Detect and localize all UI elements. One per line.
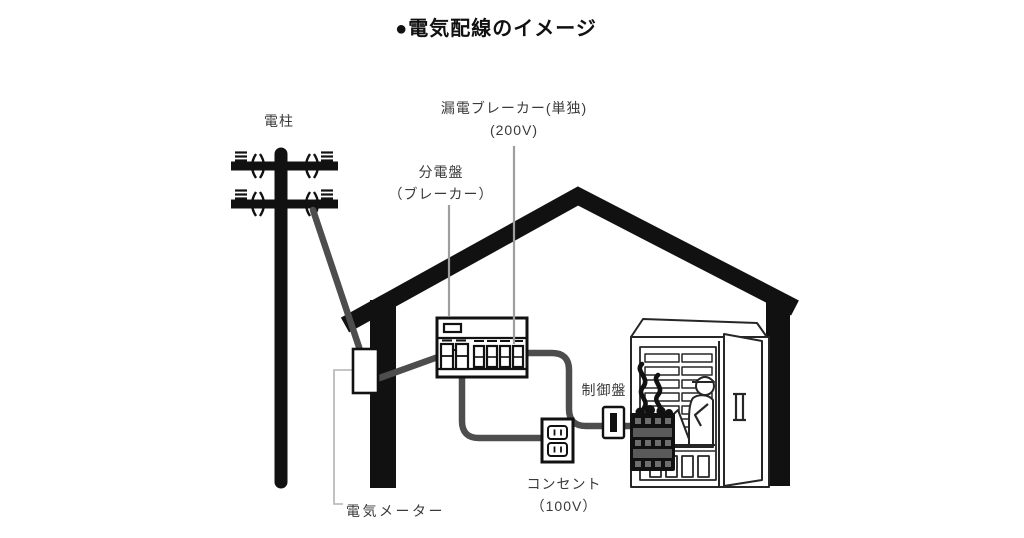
sauna-door (718, 333, 763, 487)
insulator-icon (250, 153, 320, 217)
distribution-board-figure (435, 316, 529, 379)
label-leakage-breaker-line2: (200V) (489, 122, 539, 138)
branch-breaker-icons (472, 340, 525, 369)
crossarm-tie-icon (235, 151, 333, 200)
label-distribution-board-line1: 分電盤 (418, 164, 464, 180)
service-drop-wire (309, 206, 366, 360)
label-outlet-line1: コンセント (526, 476, 602, 492)
label-distribution-board-line2: （ブレーカー） (388, 186, 494, 202)
board-to-outlet-wire (458, 370, 546, 442)
meter-to-board-wire (370, 353, 442, 384)
outlet-figure (540, 417, 575, 464)
electric-meter-figure (351, 347, 380, 395)
label-distribution-board: 分電盤 （ブレーカー） (389, 161, 494, 205)
person-arm (693, 403, 709, 427)
door-handle-icon (733, 392, 746, 422)
label-utility-pole: 電柱 (264, 113, 294, 129)
label-leakage-breaker-line1: 漏電ブレーカー(単独) (440, 100, 588, 116)
heater-figure (630, 361, 675, 471)
electric-meter-leader-line (333, 369, 353, 505)
control-panel-figure (601, 405, 626, 440)
heater-dots (635, 418, 671, 467)
label-leakage-breaker: 漏電ブレーカー(単独) (200V) (441, 97, 587, 141)
utility-pole-figure (231, 147, 338, 489)
main-breaker-icon (439, 339, 470, 371)
label-electric-meter: 電気メーター (346, 503, 445, 519)
diagram-title: ●電気配線のイメージ (395, 18, 597, 40)
board-to-control-panel-wire (522, 349, 608, 430)
sauna-figure (630, 318, 770, 488)
label-control-panel: 制御盤 (581, 382, 627, 398)
wires (309, 206, 640, 442)
label-outlet: コンセント （100V） (527, 473, 602, 517)
label-outlet-line2: （100V） (530, 498, 598, 514)
